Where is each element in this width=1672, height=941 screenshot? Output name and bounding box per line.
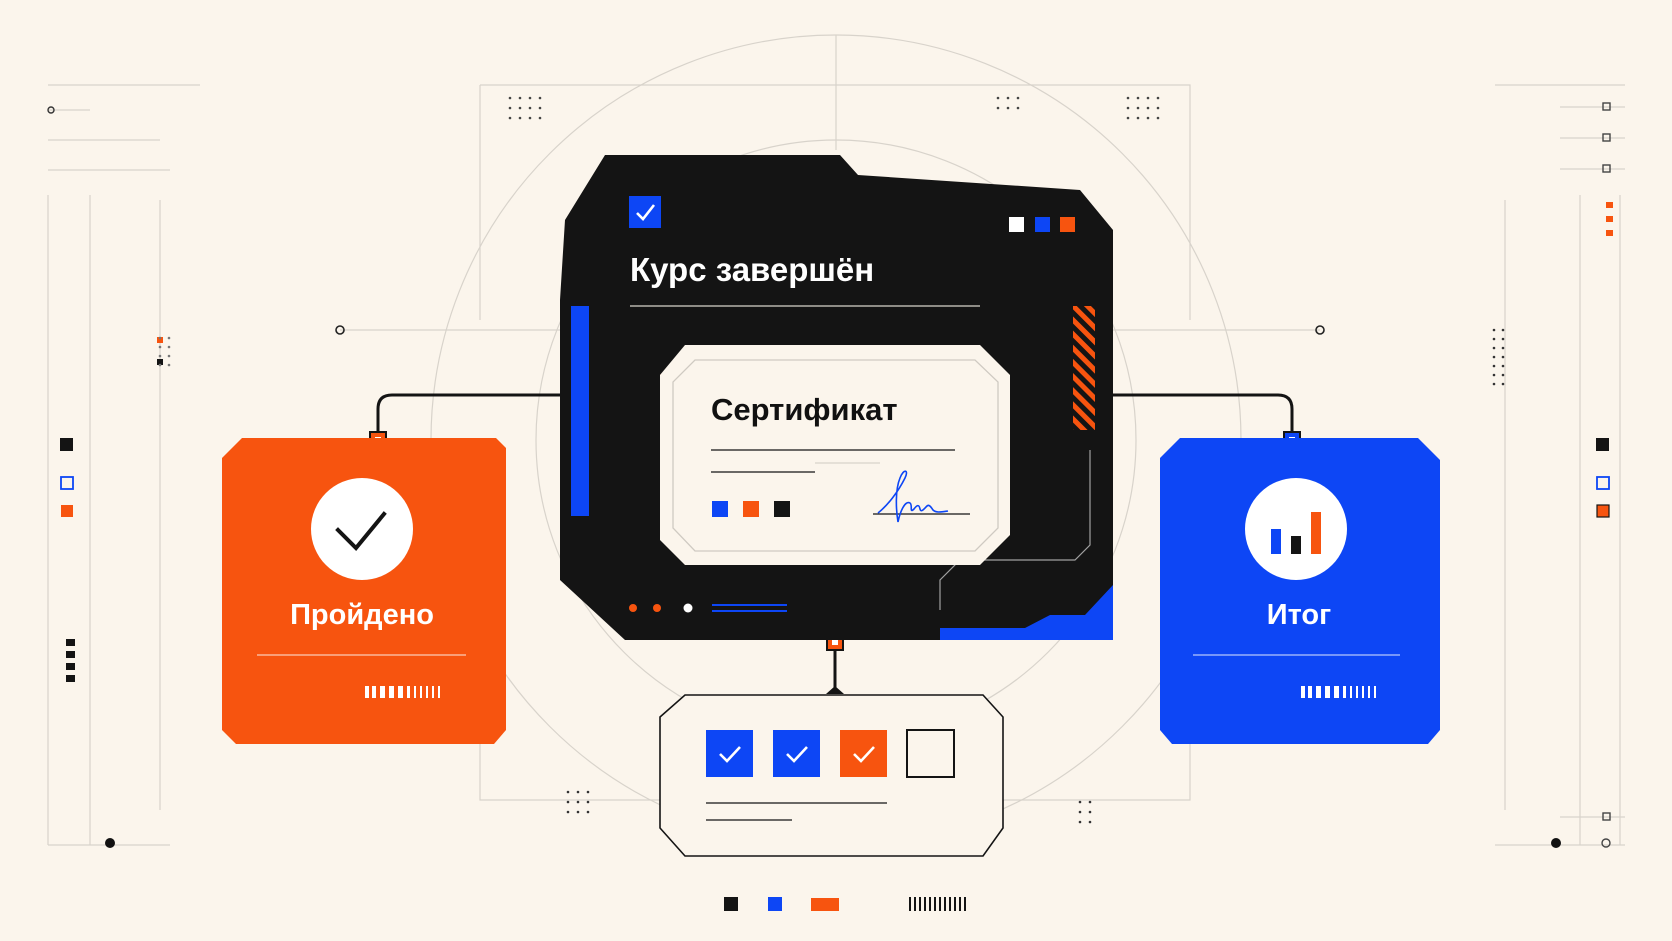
decor-dot	[1501, 328, 1505, 332]
decor-dot	[1492, 337, 1496, 341]
decor-dot	[566, 800, 570, 804]
decor-dot	[167, 345, 171, 349]
decor-dot	[538, 116, 542, 120]
decor-dot	[1501, 346, 1505, 350]
window-title: Курс завершён	[630, 251, 875, 288]
decor-dot	[518, 96, 522, 100]
check-icon	[786, 746, 808, 763]
decor-dot	[508, 96, 512, 100]
decor-dot	[1156, 96, 1160, 100]
decor-dot	[167, 336, 171, 340]
decor-dot	[167, 354, 171, 358]
decor-dot	[528, 96, 532, 100]
signature-icon	[877, 470, 949, 523]
checklist-checkbox-1	[706, 730, 753, 777]
decor-dot	[1146, 106, 1150, 110]
decor-dot	[1136, 106, 1140, 110]
decor-dot	[1156, 116, 1160, 120]
decor-dot	[1136, 96, 1140, 100]
decor-dot	[1136, 116, 1140, 120]
decor-dot	[1492, 382, 1496, 386]
decor-dot	[1146, 116, 1150, 120]
checklist-checkbox-2	[773, 730, 820, 777]
passed-card	[222, 438, 506, 744]
certificate-card	[660, 345, 1010, 565]
window-control-white	[1009, 217, 1024, 232]
decor-dot	[1078, 810, 1082, 814]
passed-label: Пройдено	[290, 599, 434, 631]
decor-dot	[1006, 96, 1010, 100]
decor-dot	[1501, 364, 1505, 368]
decor-dot	[167, 363, 171, 367]
decor-dot	[1492, 373, 1496, 377]
decor-dot	[158, 345, 162, 349]
decor-dot	[586, 810, 590, 814]
decor-dot	[1492, 328, 1496, 332]
decor-dot	[528, 106, 532, 110]
decor-dot	[566, 810, 570, 814]
decor-dot	[1146, 96, 1150, 100]
decor-dot	[576, 790, 580, 794]
decor-dot	[1088, 800, 1092, 804]
decor-dot	[518, 116, 522, 120]
checklist-checkbox-3	[840, 730, 887, 777]
decor-dot	[586, 800, 590, 804]
decor-dot	[1126, 106, 1130, 110]
decor-dot	[528, 116, 532, 120]
decor-dot	[576, 800, 580, 804]
decor-dot	[1501, 382, 1505, 386]
certificate-title: Сертификат	[711, 392, 898, 427]
decor-dot	[1501, 337, 1505, 341]
decor-dot	[1078, 820, 1082, 824]
decor-dot	[1492, 364, 1496, 368]
decor-dot	[508, 116, 512, 120]
check-icon	[719, 746, 741, 763]
decor-dot	[996, 106, 1000, 110]
decor-dot	[566, 790, 570, 794]
decor-dot	[1492, 346, 1496, 350]
window-checkbox-icon	[629, 196, 661, 228]
result-card	[1160, 438, 1440, 744]
decor-dot	[576, 810, 580, 814]
bottom-legend	[724, 897, 966, 911]
background-markers	[47, 102, 1613, 848]
decor-dot	[538, 96, 542, 100]
checklist-checkbox-4	[906, 729, 955, 778]
decor-dot	[518, 106, 522, 110]
decor-dot	[1078, 800, 1082, 804]
window-control-orange	[1060, 217, 1075, 232]
decor-dot	[538, 106, 542, 110]
checkmark-icon	[335, 511, 387, 551]
decor-dot	[1016, 96, 1020, 100]
decor-dot	[586, 790, 590, 794]
result-label: Итог	[1266, 599, 1332, 631]
decor-dot	[158, 354, 162, 358]
decor-dot	[1088, 820, 1092, 824]
decor-dot	[1501, 373, 1505, 377]
decor-dot	[508, 106, 512, 110]
decor-dot	[1088, 810, 1092, 814]
decor-dot	[996, 96, 1000, 100]
decor-dot	[1016, 106, 1020, 110]
window-control-blue	[1035, 217, 1050, 232]
decor-dot	[158, 336, 162, 340]
bar-chart-icon	[1271, 512, 1321, 554]
decor-dot	[1126, 96, 1130, 100]
decor-dot	[1006, 106, 1010, 110]
decor-dot	[1126, 116, 1130, 120]
decor-dot	[1501, 355, 1505, 359]
check-icon	[853, 746, 875, 763]
decor-dot	[158, 363, 162, 367]
checklist-items	[706, 729, 955, 778]
background-grid	[47, 34, 1625, 846]
decor-dot	[1156, 106, 1160, 110]
decor-dot	[1492, 355, 1496, 359]
